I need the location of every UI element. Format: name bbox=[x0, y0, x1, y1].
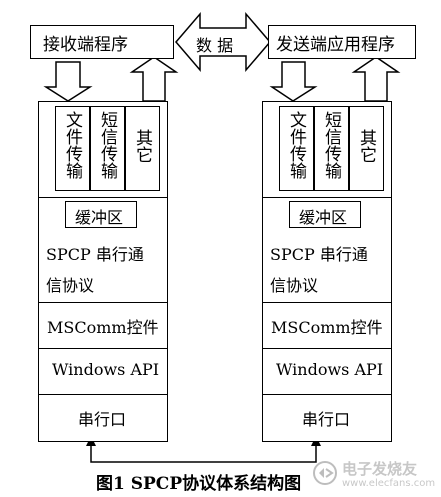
left-module-file-transfer-label: 文件传输 bbox=[62, 111, 82, 179]
right-module-file-transfer: 文件传输 bbox=[279, 106, 314, 191]
left-mscomm-label: MSComm控件 bbox=[47, 318, 159, 337]
watermark-title: 电子发烧友 bbox=[342, 460, 418, 478]
right-module-sms-transfer: 短信传输 bbox=[314, 106, 349, 191]
left-down-arrow bbox=[43, 61, 93, 102]
receiver-program-box: 接收端程序 bbox=[30, 25, 174, 59]
right-divider-3 bbox=[263, 348, 391, 349]
sender-program-box: 发送端应用程序 bbox=[268, 25, 416, 59]
right-protocol-label-line1: SPCP 串行通 bbox=[270, 245, 368, 264]
right-module-file-transfer-label: 文件传输 bbox=[286, 111, 306, 179]
sender-program-label: 发送端应用程序 bbox=[276, 35, 395, 55]
right-down-arrow bbox=[269, 61, 318, 102]
right-mscomm-label: MSComm控件 bbox=[271, 318, 383, 337]
left-winapi-label: Windows API bbox=[52, 360, 160, 379]
left-divider-1 bbox=[39, 197, 167, 198]
right-divider-4 bbox=[263, 394, 391, 395]
watermark-logo-icon bbox=[313, 461, 337, 485]
right-module-other-label: 其它 bbox=[356, 129, 376, 163]
left-protocol-label-line2: 信协议 bbox=[46, 276, 95, 295]
left-buffer-label: 缓冲区 bbox=[75, 208, 124, 227]
serial-link-line bbox=[90, 444, 317, 463]
right-buffer-label: 缓冲区 bbox=[299, 208, 348, 227]
right-module-other: 其它 bbox=[349, 106, 384, 191]
right-protocol-label-line2: 信协议 bbox=[270, 276, 319, 295]
left-module-file-transfer: 文件传输 bbox=[55, 106, 90, 191]
left-protocol-stack: 文件传输 短信传输 其它 缓冲区 SPCP 串行通 信协议 MSComm控件 W… bbox=[38, 101, 168, 442]
left-divider-3 bbox=[39, 348, 167, 349]
left-module-sms-transfer-label: 短信传输 bbox=[97, 111, 117, 179]
figure-caption: 图1 SPCP协议体系结构图 bbox=[96, 474, 302, 494]
left-divider-4 bbox=[39, 394, 167, 395]
watermark: 电子发烧友 www.elecfans.com bbox=[312, 452, 438, 494]
left-up-arrow bbox=[129, 56, 179, 102]
left-module-sms-transfer: 短信传输 bbox=[90, 106, 125, 191]
right-winapi-label: Windows API bbox=[276, 360, 384, 379]
left-buffer-box: 缓冲区 bbox=[65, 201, 137, 228]
right-buffer-box: 缓冲区 bbox=[289, 201, 361, 228]
data-label: 数 据 bbox=[196, 36, 234, 55]
left-module-other: 其它 bbox=[125, 106, 160, 191]
left-serial-port-label: 串行口 bbox=[78, 410, 127, 429]
right-protocol-stack: 文件传输 短信传输 其它 缓冲区 SPCP 串行通 信协议 MSComm控件 W… bbox=[262, 101, 392, 442]
right-divider-2 bbox=[263, 302, 391, 303]
watermark-url: www.elecfans.com bbox=[342, 478, 436, 489]
left-protocol-label-line1: SPCP 串行通 bbox=[46, 245, 144, 264]
receiver-program-label: 接收端程序 bbox=[43, 35, 128, 55]
right-divider-1 bbox=[263, 197, 391, 198]
left-divider-2 bbox=[39, 302, 167, 303]
right-up-arrow bbox=[351, 56, 401, 102]
right-module-sms-transfer-label: 短信传输 bbox=[321, 111, 341, 179]
right-serial-port-label: 串行口 bbox=[302, 410, 351, 429]
left-module-other-label: 其它 bbox=[132, 129, 152, 163]
